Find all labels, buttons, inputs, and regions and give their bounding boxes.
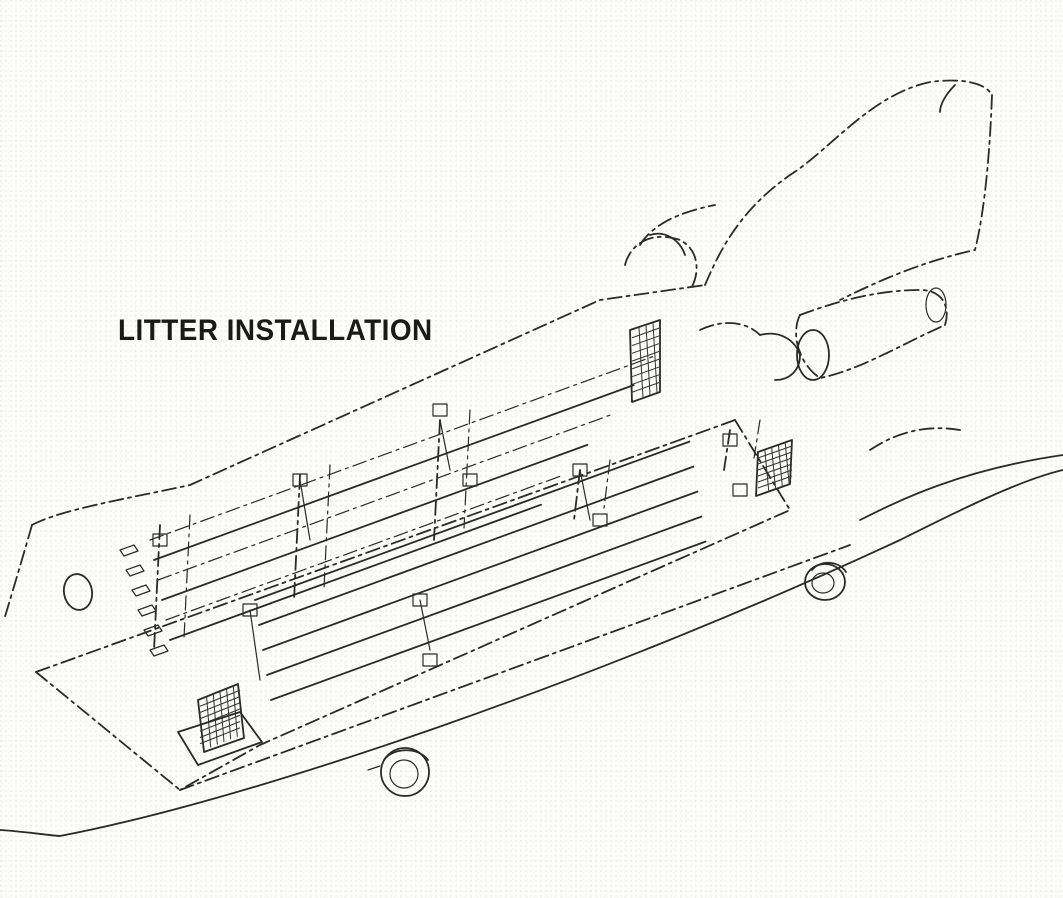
cargo-net-front (177, 683, 263, 766)
cross-brace (249, 609, 261, 681)
net-strand (757, 457, 793, 471)
cabin-floor (35, 419, 791, 791)
strap-hook (149, 644, 169, 657)
net-strand (638, 327, 644, 398)
stanchion-post (323, 464, 331, 589)
net-strand (757, 469, 793, 483)
net-strand (631, 335, 661, 347)
net-strand (199, 727, 241, 745)
net-strand (199, 696, 241, 713)
stanchion-post (723, 429, 731, 471)
rack-bracket (432, 403, 448, 417)
litter-pole (254, 440, 691, 601)
net-strand (757, 475, 793, 489)
net-strand (652, 322, 658, 393)
net-strand (631, 350, 661, 362)
strap-hook (137, 604, 157, 617)
net-strand (631, 327, 661, 339)
litter-pole (161, 443, 589, 601)
strap-hook (125, 564, 145, 577)
net-strand (757, 463, 793, 477)
net-strand (199, 702, 241, 720)
stanchion-post (433, 419, 441, 541)
strap-hook (131, 584, 151, 597)
stanchion-post (603, 459, 611, 509)
rack-bracket (422, 653, 438, 667)
net-strand (199, 721, 241, 738)
net-strand (631, 381, 661, 393)
net-strand (631, 358, 661, 370)
net-strand (757, 445, 793, 459)
landing-gear-rear (804, 561, 847, 601)
net-strand (631, 342, 661, 354)
strap-hook (143, 624, 163, 637)
cross-brace (419, 599, 431, 651)
rack-bracket (292, 473, 308, 487)
cargo-net-aft-pylon (629, 319, 661, 403)
rack-bracket (732, 483, 748, 497)
net-strand (757, 451, 793, 465)
rack-bracket (462, 473, 478, 487)
diagram-title: LITTER INSTALLATION (118, 314, 433, 347)
net-strand (631, 373, 661, 385)
litter-racks (119, 354, 761, 701)
rack-bracket (572, 463, 588, 477)
stanchion-post (153, 524, 161, 651)
litter-pole (262, 490, 699, 651)
rear-pylon (624, 79, 993, 301)
stanchion-post (463, 409, 471, 529)
engine-nacelle (699, 287, 948, 381)
strap-hook (119, 544, 139, 557)
rack-bracket (412, 593, 428, 607)
stanchion-post (573, 469, 581, 521)
stanchion-post (753, 419, 761, 459)
litter-pole (165, 474, 565, 621)
net-strand (232, 686, 238, 737)
litter-pole (149, 354, 658, 541)
cross-brace (579, 469, 591, 521)
cross-brace (439, 419, 451, 471)
rack-bracket (242, 603, 258, 617)
stanchion-post (183, 514, 191, 639)
net-strand (199, 689, 241, 707)
litter-pole (258, 465, 695, 626)
litter-pole (169, 503, 542, 641)
rack-bracket (592, 513, 608, 527)
net-strand (631, 366, 661, 378)
cabin-window (62, 573, 94, 611)
cross-brace (299, 479, 311, 541)
net-strand (645, 324, 651, 396)
litter-pole (266, 515, 703, 676)
cargo-net-rear (755, 439, 793, 497)
litter-pole (270, 540, 707, 701)
stanchion-post (293, 474, 301, 601)
litter-pole (153, 384, 635, 561)
rack-bracket (152, 533, 168, 547)
fuselage-outline (0, 284, 1063, 837)
rack-bracket (722, 433, 738, 447)
net-strand (226, 689, 232, 740)
landing-gear-front (367, 747, 430, 797)
litter-pole (157, 414, 612, 581)
net-strand (199, 714, 241, 732)
